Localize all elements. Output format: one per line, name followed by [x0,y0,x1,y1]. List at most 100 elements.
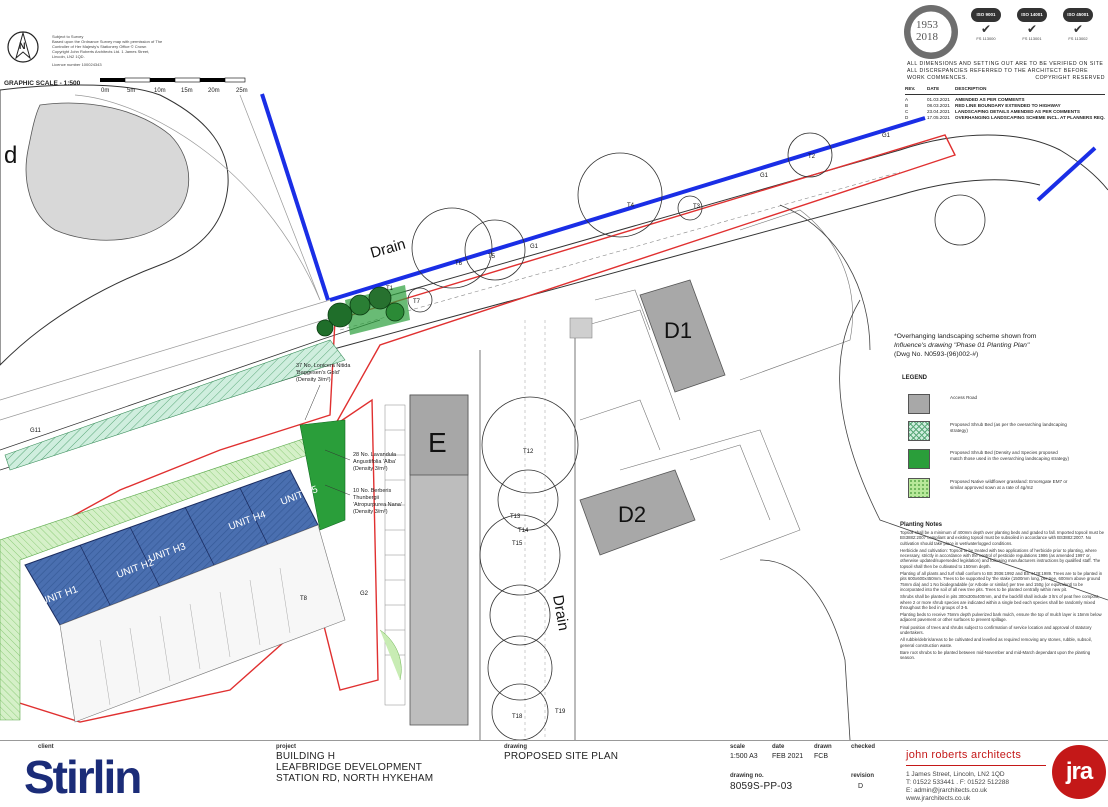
drawing-label: drawing [504,744,528,750]
anniversary-seal: 1953 2018 [903,4,959,60]
revision-label: revision [851,773,875,779]
planting-note-paragraph: All rubble/debris/areas to be cultivated… [900,637,1092,648]
site-plan: d Drain Drain E D1 D2 UNIT H1 UNIT H2 UN… [0,84,1108,740]
survey-note: Subject to Survey Based upon the Ordnanc… [52,34,177,67]
tree-tag: G2 [360,591,369,597]
plan-label-drain-right: Drain [549,594,572,632]
legend-swatch [908,421,930,441]
revision-date: 08.03.2021 [927,103,950,108]
planting-callout-3: 10 No. Berberis Thunbergii 'Atropurpurea… [353,488,402,515]
revision-row: C 23.04.2021 LANDSCAPING DETAILS AMENDED… [905,109,1105,115]
planting-note-paragraph: Bare root shrubs to be planted between m… [900,649,1091,661]
check-icon: ✔ [1026,22,1038,36]
pond-inner [25,102,189,241]
title-block: client Stirlin project BUILDING H LEAFBR… [0,740,1108,807]
legend-swatch [908,478,930,498]
scale-tick: 20m [208,88,220,94]
project-lines: BUILDING H LEAFBRIDGE DEVELOPMENT STATIO… [276,751,433,784]
legend-label: Proposed Native wildflower grassland: Em… [950,479,1068,490]
survey-note-line: Based upon the Ordnance Survey map with … [52,39,163,44]
overhang-note: *Overhanging landscaping scheme shown fr… [894,332,1104,359]
firm-divider [906,765,1046,766]
dimension-note: ALL DIMENSIONS AND SETTING OUT ARE TO BE… [907,61,1105,82]
overhang-note-line: *Overhanging landscaping scheme shown fr… [894,333,1037,340]
survey-note-line: Lincoln, LN2 1QD. [52,54,85,59]
date-label: date [772,744,785,750]
plan-label-drain-top: Drain [368,236,407,262]
legend-label: Proposed Shrub Bed (Density and Species … [950,450,1069,461]
scale-bar [100,77,246,83]
cert-number: FS 113002 [1068,36,1088,41]
plan-label-d: d [4,142,17,169]
project-label: project [276,744,297,750]
tree-tag: T7 [413,299,421,305]
revision-header-rev: REV. [905,86,916,91]
revision-table: REV. DATE DESCRIPTION A 01.03.2021 AMEND… [905,86,1105,121]
tree-tag: T19 [555,709,566,715]
overhang-note-line: (Dwg No. N0593-(96)002-#) [894,351,979,358]
planting-note-paragraph: Herbicide and cultivation: Topsoil to be… [900,547,1101,569]
cert-badge-iso9001: ISO 9001 ✔ FS 113000 [966,8,1006,54]
tree-tag: G11 [30,428,42,434]
blue-boundary-left [260,93,330,301]
cert-number: FS 113001 [1022,36,1042,41]
cert-number: FS 113000 [976,36,996,41]
building-d1-footprint [639,279,726,393]
north-arrow: N [6,30,40,64]
dimension-note-line: COPYRIGHT RESERVED [1035,75,1105,81]
tree-tag: T1 [386,286,394,292]
legend-item-shrub-bed-density: Proposed Shrub Bed (Density and Species … [908,449,1069,471]
tree-tag: T12 [523,449,534,455]
tree-tag: T8 [300,596,308,602]
legend-item-wildflower: Proposed Native wildflower grassland: Em… [908,478,1068,500]
planting-note-paragraph: Topsoil shall be a minimum of 400mm dept… [900,530,1104,546]
seal-icon [904,5,958,59]
red-line-boundary [0,134,956,723]
legend-title: LEGEND [902,375,928,381]
firm-address-line: 1 James Street, Lincoln, LN2 1QD [906,771,1005,778]
graphic-scale-label: GRAPHIC SCALE - 1:500 [4,80,81,87]
project-line: STATION RD, NORTH HYKEHAM [276,773,434,784]
revision-date: 01.03.2021 [927,97,950,102]
revision-date: 17.05.2021 [927,115,950,120]
scale-label: scale [730,744,746,750]
scale-value: 1:500 A3 [730,753,758,760]
firm-logo: jra [1052,745,1106,799]
revision-header-date: DATE [927,86,940,91]
drawn-value: FCB [814,753,828,760]
planting-note-paragraph: Final position of trees and shrubs subje… [900,624,1092,636]
overhang-note-line: Influence's drawing "Phase 01 Planting P… [894,342,1030,349]
survey-note-line: Copyright John Roberts Architects Ltd. 1… [52,49,150,54]
drawing-no: 8059S-PP-03 [730,781,793,792]
survey-note-line: Subject to Survey [52,34,84,39]
road-edge-top [339,134,1108,311]
revision-rev: D [905,115,909,120]
north-arrow-icon [7,31,39,63]
revision-value: D [858,783,864,790]
tree-canopies [407,132,986,740]
client-logo: Stirlin [24,751,142,803]
blue-boundary-right [1036,146,1097,202]
planting-cluster [316,286,405,337]
legend-swatch [908,449,930,469]
planting-note-paragraph: Planting beds to receive 75mm depth pulv… [900,612,1102,623]
revision-rev: C [905,109,909,114]
revision-desc: OVERHANGING LANDSCAPING SCHEME INCL. AT … [955,115,1105,120]
cert-badge-iso14001: ISO 14001 ✔ FS 113001 [1012,8,1052,54]
cert-badge-iso45001: ISO 45001 ✔ FS 113002 [1058,8,1098,54]
firm-address-line: E: admin@jrarchitects.co.uk [906,787,988,794]
planting-callout-1: 37 No. Lonicera Nitida 'Baggesen's Gold'… [296,363,351,383]
check-icon: ✔ [1072,22,1084,36]
planting-notes: Planting Notes Topsoil shall be a minimu… [900,522,1105,663]
cert-pill: ISO 14001 [1017,8,1047,22]
tree-tag: T13 [510,514,521,520]
planting-note-paragraph: Shrubs shall be planted in pits 300x300x… [900,594,1100,610]
date-value: FEB 2021 [772,753,804,760]
firm-address-line: T: 01522 533441 . F: 01522 512288 [906,779,1010,786]
scale-tick: 0m [101,88,110,94]
scale-tick: 5m [127,88,136,94]
drawing-no-label: drawing no. [730,773,764,779]
planting-note-paragraph: Planting of all plants and turf shall co… [900,571,1103,592]
revision-desc: AMENDED AS PER COMMENTS [955,97,1025,102]
plan-label-e: E [428,427,447,458]
